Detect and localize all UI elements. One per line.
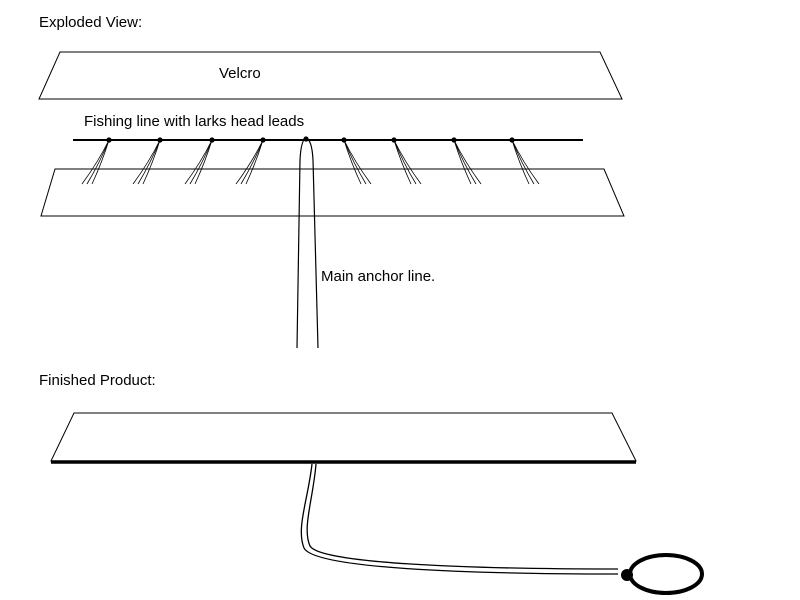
finished-product-title: Finished Product:	[39, 372, 156, 389]
exploded-view-title: Exploded View:	[39, 14, 142, 31]
larks-head-lead	[341, 137, 372, 185]
larks-head-lead	[184, 137, 215, 185]
anchor-loop	[296, 136, 319, 349]
velcro-strip	[38, 51, 623, 100]
ring-knot	[621, 569, 633, 581]
anchor-cord	[300, 463, 619, 575]
larks-head-lead	[132, 137, 163, 185]
larks-head-lead	[509, 137, 540, 185]
fishing-line-label: Fishing line with larks head leads	[84, 113, 304, 130]
larks-head-lead	[391, 137, 422, 185]
finished-strip	[50, 412, 637, 464]
larks-head-lead	[235, 137, 266, 185]
anchor-line-label: Main anchor line.	[321, 268, 435, 285]
anchor-ring	[621, 553, 704, 595]
anchor-knot	[303, 136, 309, 142]
base-strip	[40, 168, 625, 217]
larks-head-leads	[81, 137, 540, 185]
larks-head-lead	[81, 137, 112, 185]
velcro-label: Velcro	[219, 65, 261, 82]
larks-head-lead	[451, 137, 482, 185]
